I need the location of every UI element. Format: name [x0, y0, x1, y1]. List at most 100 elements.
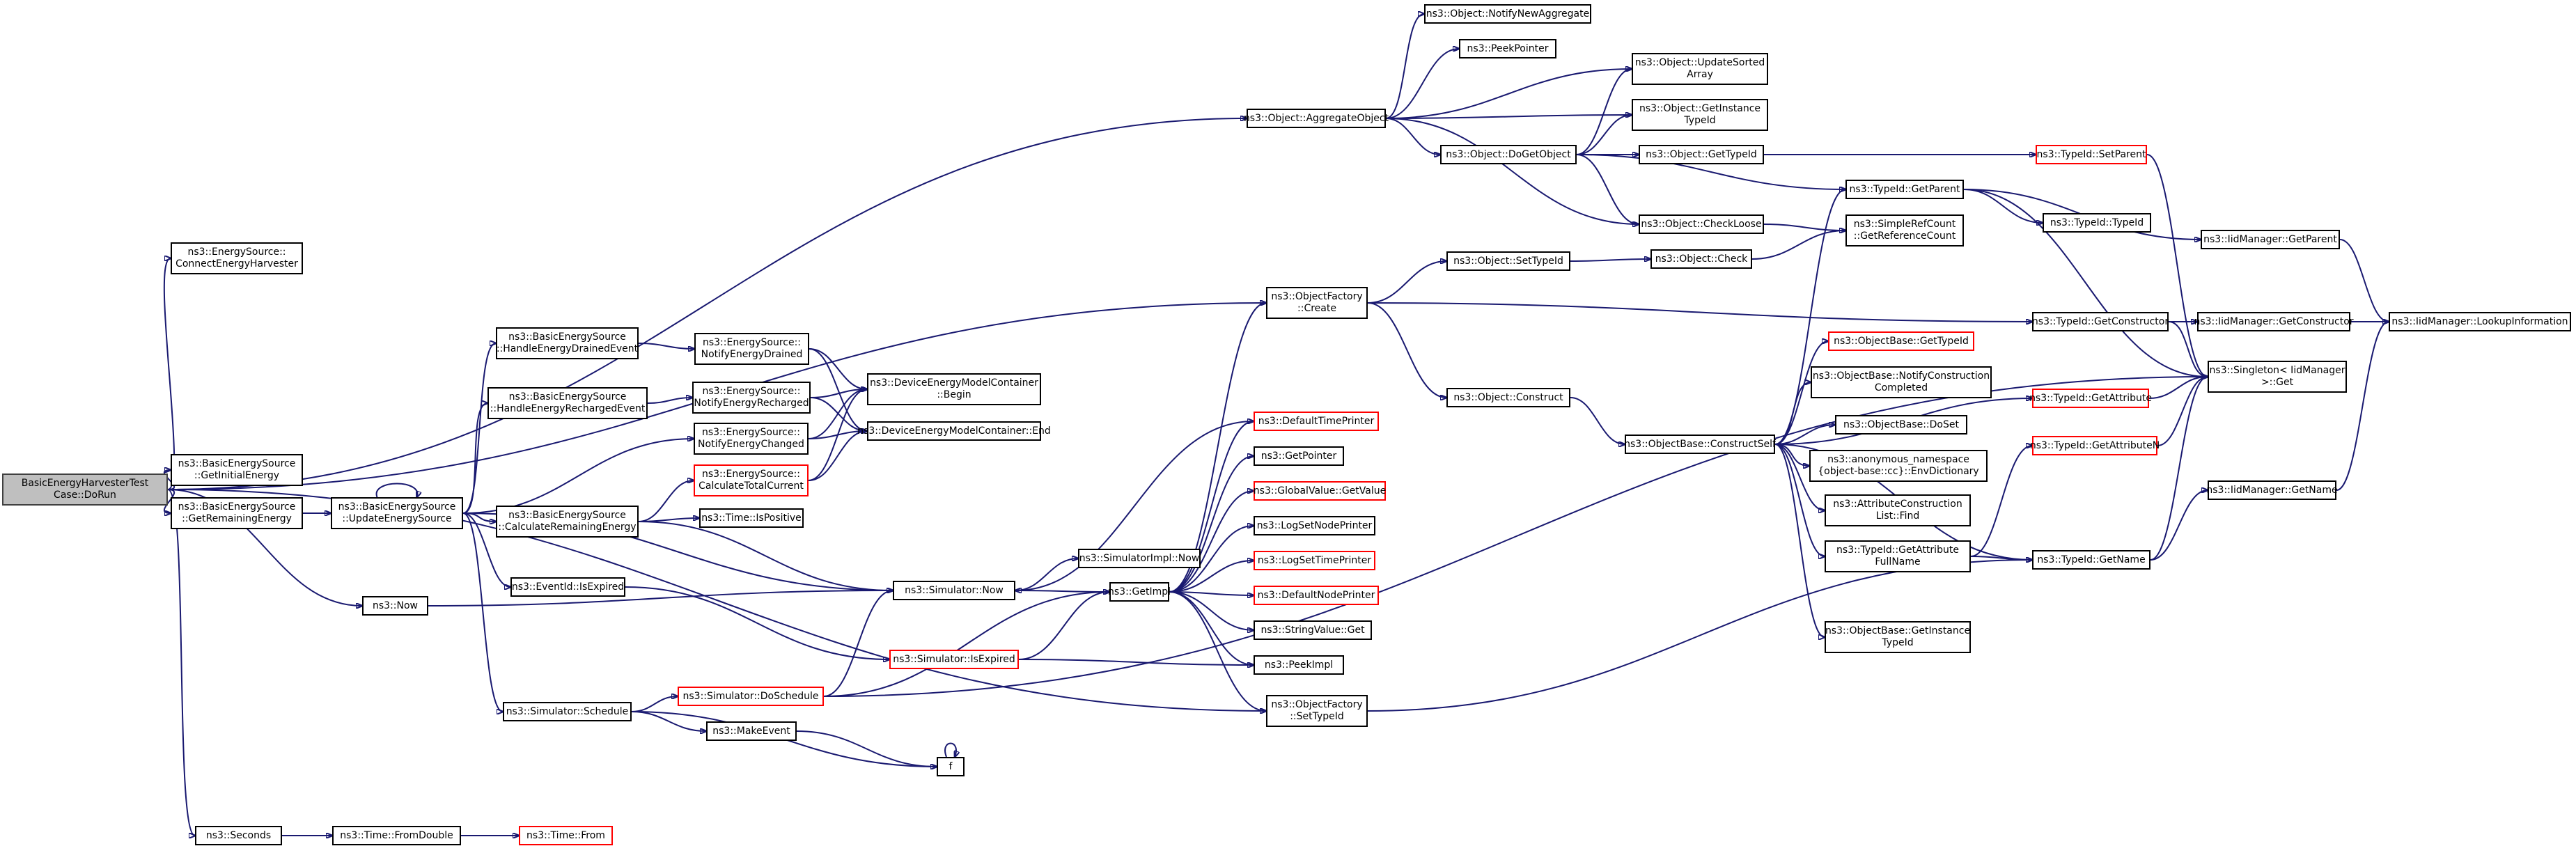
node-handleRecharged[interactable]: ns3::BasicEnergySource::HandleEnergyRech… — [487, 387, 648, 419]
node-label: ns3::TypeId::GetParent — [1849, 183, 1960, 195]
node-label: List::Find — [1875, 510, 1920, 522]
node-simIsExpired[interactable]: ns3::Simulator::IsExpired — [889, 650, 1019, 669]
node-objConstruct[interactable]: ns3::Object::Construct — [1446, 388, 1570, 407]
edge-doGetObject-to-objGetInstanceTypeId — [1576, 115, 1632, 155]
node-logSetNodePrinter[interactable]: ns3::LogSetNodePrinter — [1254, 516, 1375, 535]
node-checkLoose[interactable]: ns3::Object::CheckLoose — [1639, 214, 1764, 234]
node-obDoSet[interactable]: ns3::ObjectBase::DoSet — [1835, 415, 1967, 435]
node-label: ConnectEnergyHarvester — [175, 258, 298, 269]
node-makeEvent[interactable]: ns3::MakeEvent — [706, 721, 797, 741]
node-getImpl[interactable]: ns3::GetImpl — [1108, 582, 1171, 602]
node-schedule[interactable]: ns3::Simulator::Schedule — [503, 702, 632, 721]
edge-getImpl-to-globalValueGet — [1169, 491, 1254, 593]
node-doGetObject[interactable]: ns3::Object::DoGetObject — [1440, 145, 1577, 164]
node-handleDrained[interactable]: ns3::BasicEnergySource::HandleEnergyDrai… — [496, 327, 639, 359]
node-label: ns3::StringValue::Get — [1260, 624, 1365, 636]
node-label: TypeId — [1882, 637, 1914, 648]
node-getInitialEnergy[interactable]: ns3::BasicEnergySource::GetInitialEnergy — [171, 454, 303, 486]
node-notifyNewAggregate[interactable]: ns3::Object::NotifyNewAggregate — [1424, 4, 1591, 24]
node-simNow[interactable]: ns3::Simulator::Now — [893, 581, 1015, 600]
node-objGetTypeId[interactable]: ns3::Object::GetTypeId — [1639, 145, 1764, 164]
node-iidGetConstructor[interactable]: ns3::IidManager::GetConstructor — [2194, 312, 2354, 331]
edge-ofCreate-to-objConstruct — [1367, 302, 1446, 398]
node-label: ns3::EventId::IsExpired — [511, 581, 625, 593]
node-getPointer[interactable]: ns3::GetPointer — [1254, 446, 1344, 466]
node-getAttribute[interactable]: ns3::TypeId::GetAttribute — [2029, 389, 2152, 408]
edge-doGetObject-to-updateSortedArray — [1576, 69, 1632, 155]
node-seconds[interactable]: ns3::Seconds — [195, 826, 282, 845]
edge-ofCreate-to-getConstructor — [1367, 302, 2032, 322]
node-peekPointer[interactable]: ns3::PeekPointer — [1459, 39, 1556, 58]
node-label: ns3::LogSetTimePrinter — [1257, 554, 1372, 566]
node-ofSetTypeId[interactable]: ns3::ObjectFactory::SetTypeId — [1266, 695, 1368, 727]
node-label: ns3::LogSetNodePrinter — [1256, 519, 1373, 531]
node-getRemainingEnergy[interactable]: ns3::BasicEnergySource::GetRemainingEner… — [171, 497, 303, 529]
node-isExpired[interactable]: ns3::EventId::IsExpired — [510, 577, 625, 597]
node-connectHarvester[interactable]: ns3::EnergySource::ConnectEnergyHarveste… — [171, 242, 303, 274]
node-iidGetName[interactable]: ns3::IidManager::GetName — [2206, 480, 2338, 500]
node-getName[interactable]: ns3::TypeId::GetName — [2032, 550, 2150, 570]
node-aggregateObject[interactable]: ns3::Object::AggregateObject — [1244, 109, 1389, 128]
node-label: NotifyEnergyDrained — [701, 349, 803, 360]
node-dmcEnd[interactable]: ns3::DeviceEnergyModelContainer::End — [857, 421, 1051, 441]
node-now[interactable]: ns3::Now — [362, 596, 428, 616]
node-label: ns3::ObjectBase::DoSet — [1843, 418, 1959, 430]
node-objSetTypeId[interactable]: ns3::Object::SetTypeId — [1446, 251, 1570, 271]
node-iidGetParent[interactable]: ns3::IidManager::GetParent — [2201, 230, 2340, 249]
node-label: ::UpdateEnergySource — [342, 513, 452, 524]
node-getParent[interactable]: ns3::TypeId::GetParent — [1845, 180, 1964, 199]
node-label: ns3::TypeId::GetConstructor — [2031, 315, 2169, 327]
node-globalValueGet[interactable]: ns3::GlobalValue::GetValue — [1254, 481, 1386, 501]
node-notifyDrained[interactable]: ns3::EnergySource::NotifyEnergyDrained — [694, 333, 809, 365]
node-lookupInformation[interactable]: ns3::IidManager::LookupInformation — [2389, 312, 2571, 331]
node-srcGetReferenceCount[interactable]: ns3::SimpleRefCount::GetReferenceCount — [1845, 214, 1964, 246]
node-f[interactable]: f — [937, 757, 965, 776]
node-label: Completed — [1874, 382, 1928, 393]
edge-doSchedule-to-getImpl — [823, 592, 1109, 697]
node-fromDouble[interactable]: ns3::Time::FromDouble — [332, 826, 461, 845]
node-getAttributeN[interactable]: ns3::TypeId::GetAttributeN — [2029, 436, 2160, 455]
node-getConstructor[interactable]: ns3::TypeId::GetConstructor — [2032, 312, 2169, 331]
node-stringValueGet[interactable]: ns3::StringValue::Get — [1254, 620, 1372, 640]
node-obGetTypeId[interactable]: ns3::ObjectBase::GetTypeId — [1828, 331, 1974, 351]
edge-getImpl-to-stringValueGet — [1169, 591, 1254, 630]
node-label: ns3::TypeId::GetAttributeN — [2029, 439, 2160, 451]
node-peekImpl[interactable]: ns3::PeekImpl — [1254, 655, 1344, 675]
node-updateEnergySource[interactable]: ns3::BasicEnergySource::UpdateEnergySour… — [331, 497, 463, 529]
edge-updateEnergySource-to-notifyChanged — [462, 439, 694, 514]
node-typeIdCtor[interactable]: ns3::TypeId::TypeId — [2043, 213, 2151, 233]
node-defaultNodePrinter[interactable]: ns3::DefaultNodePrinter — [1254, 586, 1379, 605]
node-label: Case::DoRun — [54, 490, 116, 501]
node-calcTotalCurrent[interactable]: ns3::EnergySource::CalculateTotalCurrent — [694, 464, 809, 496]
node-logSetTimePrinter[interactable]: ns3::LogSetTimePrinter — [1254, 551, 1375, 570]
node-label: ns3::IidManager::GetName — [2206, 484, 2338, 496]
node-defaultTimePrinter[interactable]: ns3::DefaultTimePrinter — [1254, 412, 1379, 431]
node-label: ns3::Simulator::Now — [905, 584, 1004, 596]
node-simImplNow[interactable]: ns3::SimulatorImpl::Now — [1078, 549, 1201, 568]
node-timeFrom[interactable]: ns3::Time::From — [519, 826, 613, 845]
node-notifyRecharged[interactable]: ns3::EnergySource::NotifyEnergyRecharged — [692, 382, 811, 414]
node-label: ns3::Object::UpdateSorted — [1634, 57, 1765, 68]
node-ofCreate[interactable]: ns3::ObjectFactory::Create — [1266, 287, 1368, 319]
node-constructSelf[interactable]: ns3::ObjectBase::ConstructSelf — [1624, 435, 1776, 454]
node-envDictionary[interactable]: ns3::anonymous_namespace{object-base::cc… — [1809, 450, 1988, 482]
edge-iidGetParent-to-lookupInformation — [2339, 239, 2389, 322]
node-label: ::HandleEnergyRechargedEvent — [490, 403, 646, 414]
node-calcRemaining[interactable]: ns3::BasicEnergySource::CalculateRemaini… — [496, 506, 639, 538]
node-doSchedule[interactable]: ns3::Simulator::DoSchedule — [678, 687, 824, 706]
node-dmcBegin[interactable]: ns3::DeviceEnergyModelContainer::Begin — [867, 373, 1041, 405]
node-setParent[interactable]: ns3::TypeId::SetParent — [2036, 145, 2147, 164]
edge-objSetTypeId-to-objCheck — [1570, 259, 1650, 261]
node-isPositive[interactable]: ns3::Time::IsPositive — [699, 508, 804, 528]
node-singletonGet[interactable]: ns3::Singleton< IidManager>::Get — [2208, 361, 2347, 393]
node-objCheck[interactable]: ns3::Object::Check — [1650, 249, 1752, 269]
edge-simNow-to-getImpl — [1015, 590, 1109, 592]
node-notifyChanged[interactable]: ns3::EnergySource::NotifyEnergyChanged — [694, 423, 809, 455]
node-label: CalculateTotalCurrent — [698, 480, 804, 492]
